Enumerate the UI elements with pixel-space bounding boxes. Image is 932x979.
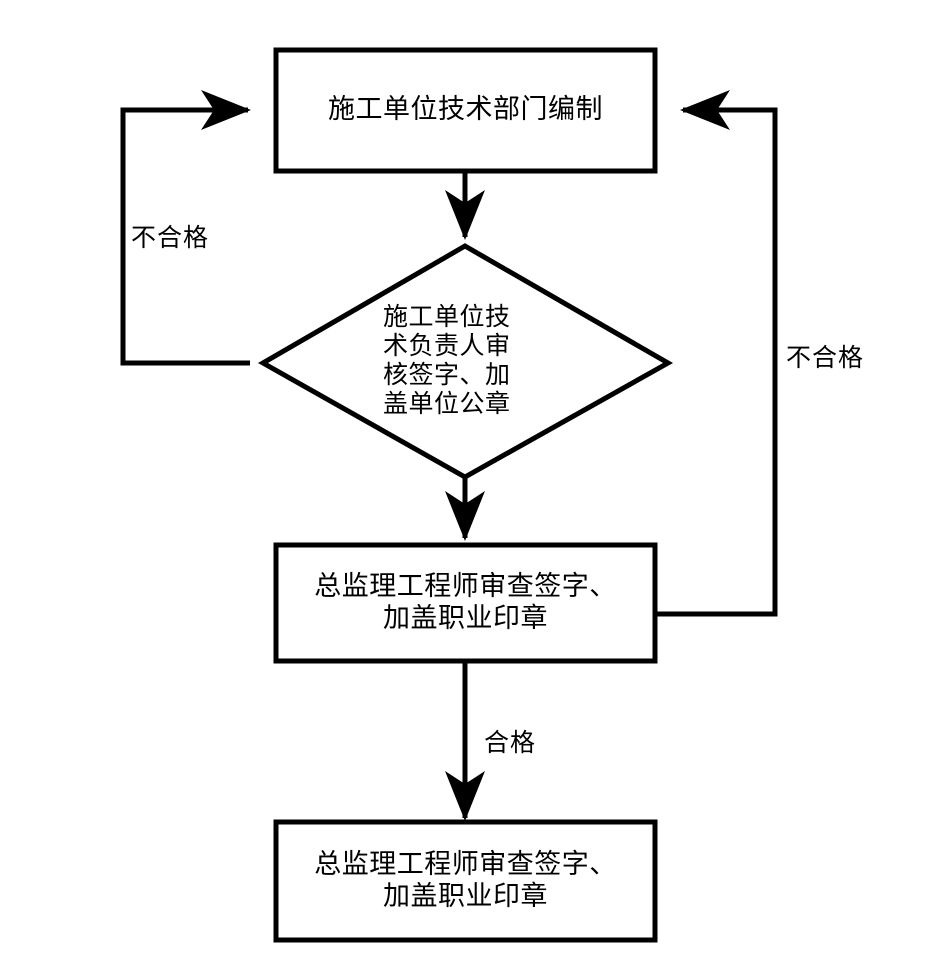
edge-decision-reject-loop xyxy=(120,90,252,366)
node-chief-supervisor-approve[interactable] xyxy=(276,822,655,940)
edge-review-reject-loop xyxy=(657,90,778,617)
node-review-decision[interactable] xyxy=(300,280,630,440)
node-chief-supervisor-approve-shape[interactable] xyxy=(273,819,658,943)
node-prepare[interactable] xyxy=(276,50,655,171)
node-prepare-shape[interactable] xyxy=(273,47,658,174)
node-chief-supervisor-review[interactable] xyxy=(276,545,655,661)
node-review-decision-shape[interactable] xyxy=(257,243,674,480)
node-chief-supervisor-review-shape[interactable] xyxy=(273,542,658,664)
